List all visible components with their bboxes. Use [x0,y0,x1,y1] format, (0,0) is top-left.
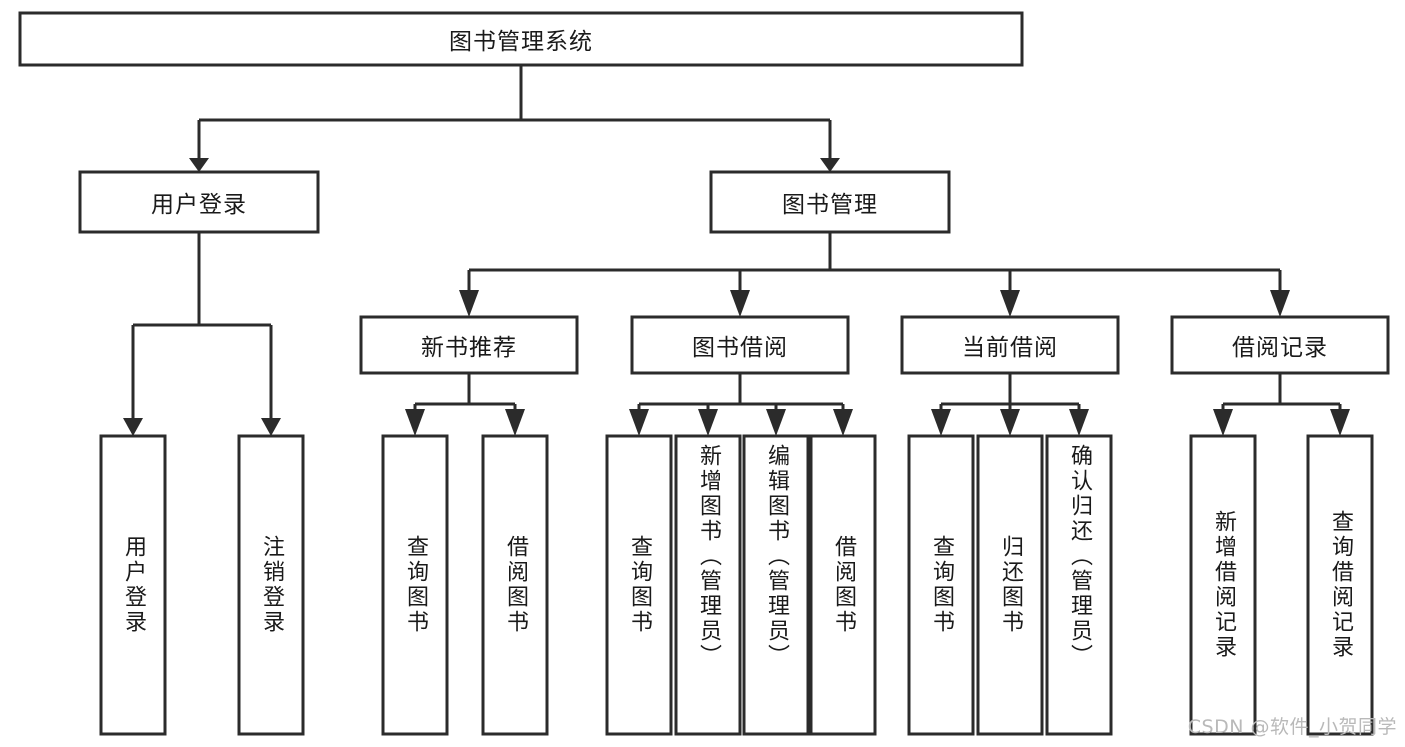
arrow-to-book-manage [820,158,840,172]
arrow-to-new-book-recommend [459,290,479,317]
node-box-leaf-borrow-book-1[interactable] [481,434,549,736]
connector-new-book-recommend-fanout [413,373,517,412]
arrow-to-borrow-record [1270,290,1290,317]
arrow-to-leaf-confirm-return [1069,409,1089,436]
node-box-leaf-query-book-2[interactable] [605,434,673,736]
node-box-leaf-return-book[interactable] [976,434,1044,736]
node-box-leaf-add-book[interactable] [674,434,742,736]
node-box-leaf-user-logout[interactable] [237,434,305,736]
node-box-leaf-user-login[interactable] [99,434,167,736]
connector-root-to-level2 [197,65,832,158]
arrow-to-leaf-return-book [1000,409,1020,436]
arrow-to-leaf-query-book-2 [629,409,649,436]
connector-book-borrow-fanout [637,373,845,412]
node-box-leaf-add-record[interactable] [1189,434,1257,736]
arrow-to-user-login [189,158,209,172]
node-box-user-login[interactable] [78,170,320,234]
arrow-to-leaf-borrow-book-2 [833,409,853,436]
arrow-to-leaf-query-book-1 [405,409,425,436]
node-box-leaf-borrow-book-2[interactable] [809,434,877,736]
arrow-to-current-borrow [1000,290,1020,317]
node-box-leaf-query-book-3[interactable] [907,434,975,736]
node-box-leaf-query-record[interactable] [1306,434,1374,736]
node-box-current-borrow[interactable] [900,315,1120,375]
node-box-book-manage[interactable] [709,170,951,234]
arrow-to-leaf-query-record [1330,409,1350,436]
node-box-leaf-edit-book[interactable] [742,434,810,736]
node-box-book-borrow[interactable] [630,315,850,375]
arrow-to-leaf-add-record [1213,409,1233,436]
arrow-to-leaf-query-book-3 [931,409,951,436]
connector-current-borrow-fanout [939,373,1081,412]
node-box-new-book-recommend[interactable] [359,315,579,375]
arrow-to-leaf-edit-book [766,409,786,436]
connector-user-login-fanout [131,232,273,422]
connector-layer [123,65,1350,436]
node-layer [18,11,1390,736]
arrow-to-leaf-add-book [698,409,718,436]
arrow-to-leaf-borrow-book-1 [505,409,525,436]
node-box-leaf-confirm-return[interactable] [1045,434,1113,736]
node-box-root[interactable] [18,11,1024,67]
arrow-to-book-borrow [730,290,750,317]
node-box-borrow-record[interactable] [1170,315,1390,375]
connector-borrow-record-fanout [1221,373,1342,412]
node-box-leaf-query-book-1[interactable] [381,434,449,736]
arrow-to-leaf-user-logout [261,418,281,436]
connector-book-manage-fanout [467,232,1282,292]
arrow-to-leaf-user-login [123,418,143,436]
